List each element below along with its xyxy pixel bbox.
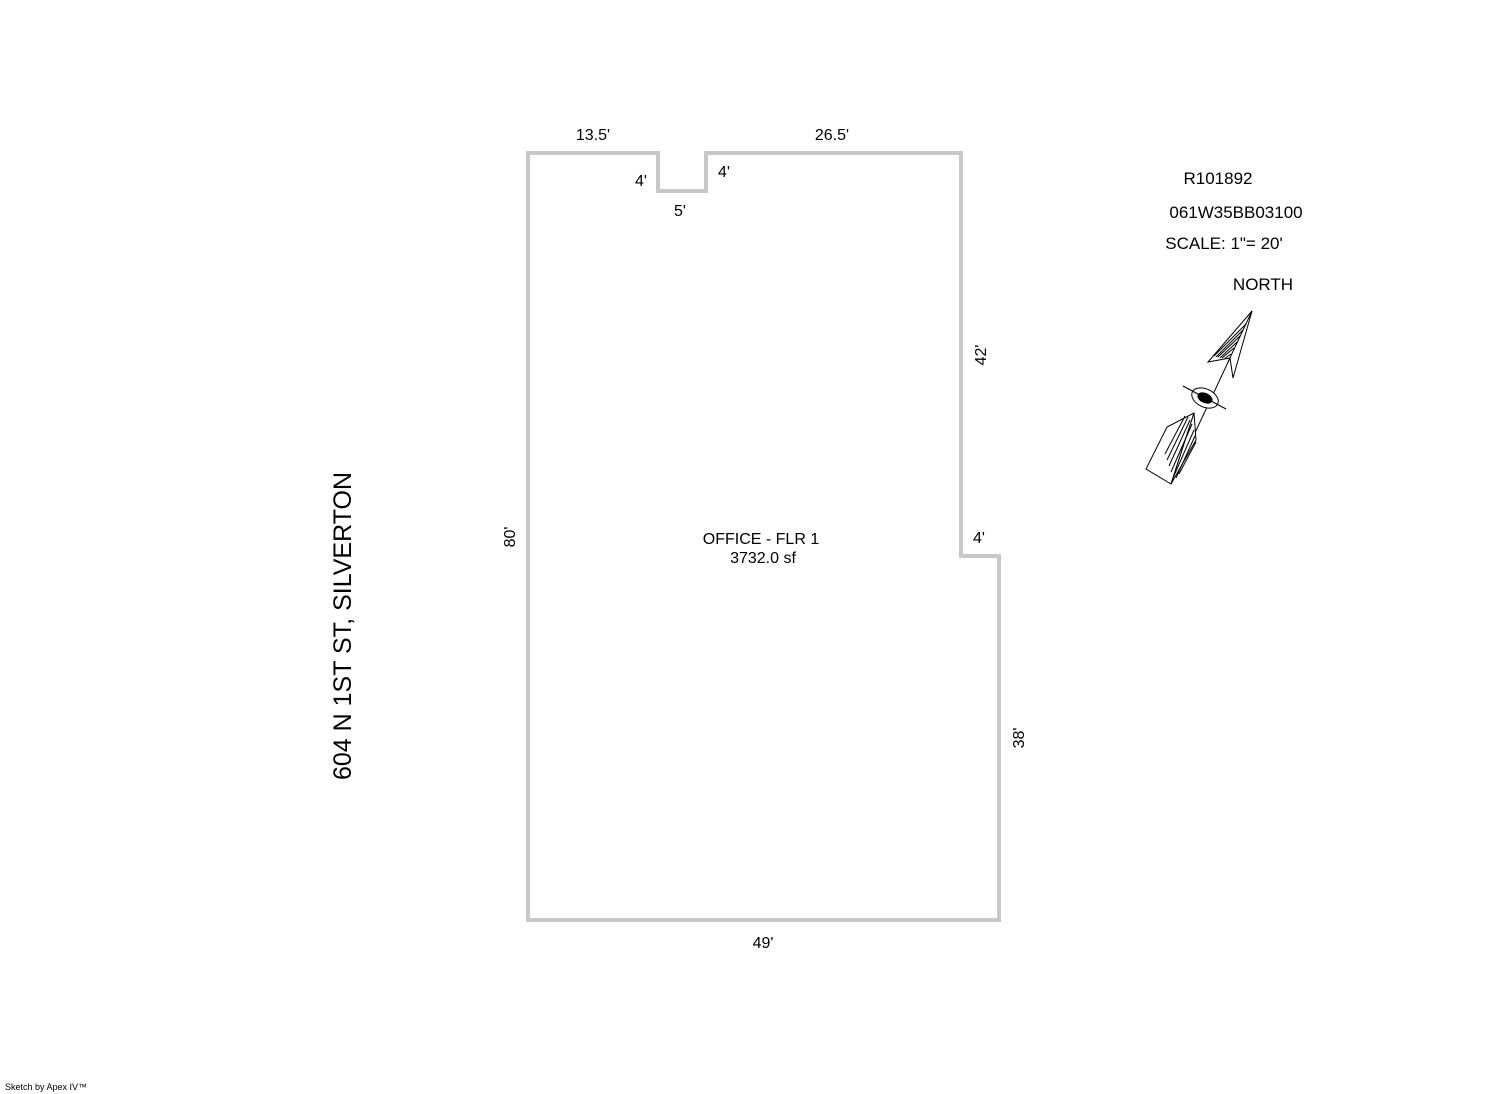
room-name: OFFICE - FLR 1 [703,531,820,548]
north-label: NORTH [1233,275,1293,294]
dimension-notch-right: 4' [718,164,730,181]
address-group: 604 N 1ST ST, SILVERTON [329,472,357,780]
dimension-top-right: 26.5' [815,127,849,144]
property-address: 604 N 1ST ST, SILVERTON [329,472,357,780]
dimension-notch-bottom: 5' [674,203,686,220]
dimension-right-lower-group: 38' [1011,728,1028,749]
dimension-right-upper-label: 42' [973,345,990,366]
dimension-top-left: 13.5' [576,127,610,144]
dimension-notch-left: 4' [635,173,647,190]
dimension-right-step: 4' [973,530,985,547]
building-outline [526,151,1001,922]
dimension-left-group: 80' [502,527,519,548]
room-area: 3732.0 sf [730,550,796,567]
sketch-credit: Sketch by Apex IV™ [5,1082,87,1092]
account-id: R101892 [1183,169,1252,188]
dimension-right-lower-label: 38' [1011,728,1028,749]
scale-label: SCALE: 1"= 20' [1165,234,1283,253]
dimension-bottom: 49' [753,935,774,952]
dimension-right-upper-group: 42' [973,345,990,366]
north-arrow-icon [1145,310,1253,485]
map-tax-lot: 061W35BB03100 [1169,203,1302,222]
dimension-left-label: 80' [502,527,519,548]
